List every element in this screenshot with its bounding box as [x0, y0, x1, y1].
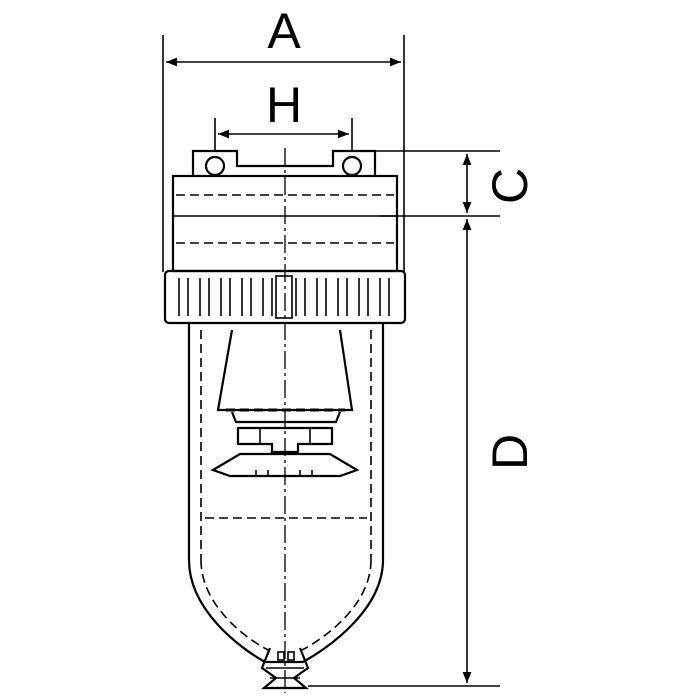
baffle	[210, 426, 360, 478]
right-port-hole	[341, 155, 363, 177]
port-plate	[191, 149, 377, 177]
left-port-hole	[204, 155, 226, 177]
dimension-c-label: C	[482, 168, 538, 204]
dimension-d: D	[308, 219, 538, 687]
dimension-c: C	[356, 150, 538, 217]
dimension-a: A	[162, 3, 405, 272]
dimension-d-label: D	[482, 434, 538, 470]
filter-bowl	[187, 323, 385, 664]
dimension-h: H	[214, 77, 353, 150]
dimension-h-label: H	[266, 77, 302, 133]
dimension-a-label: A	[267, 3, 301, 59]
